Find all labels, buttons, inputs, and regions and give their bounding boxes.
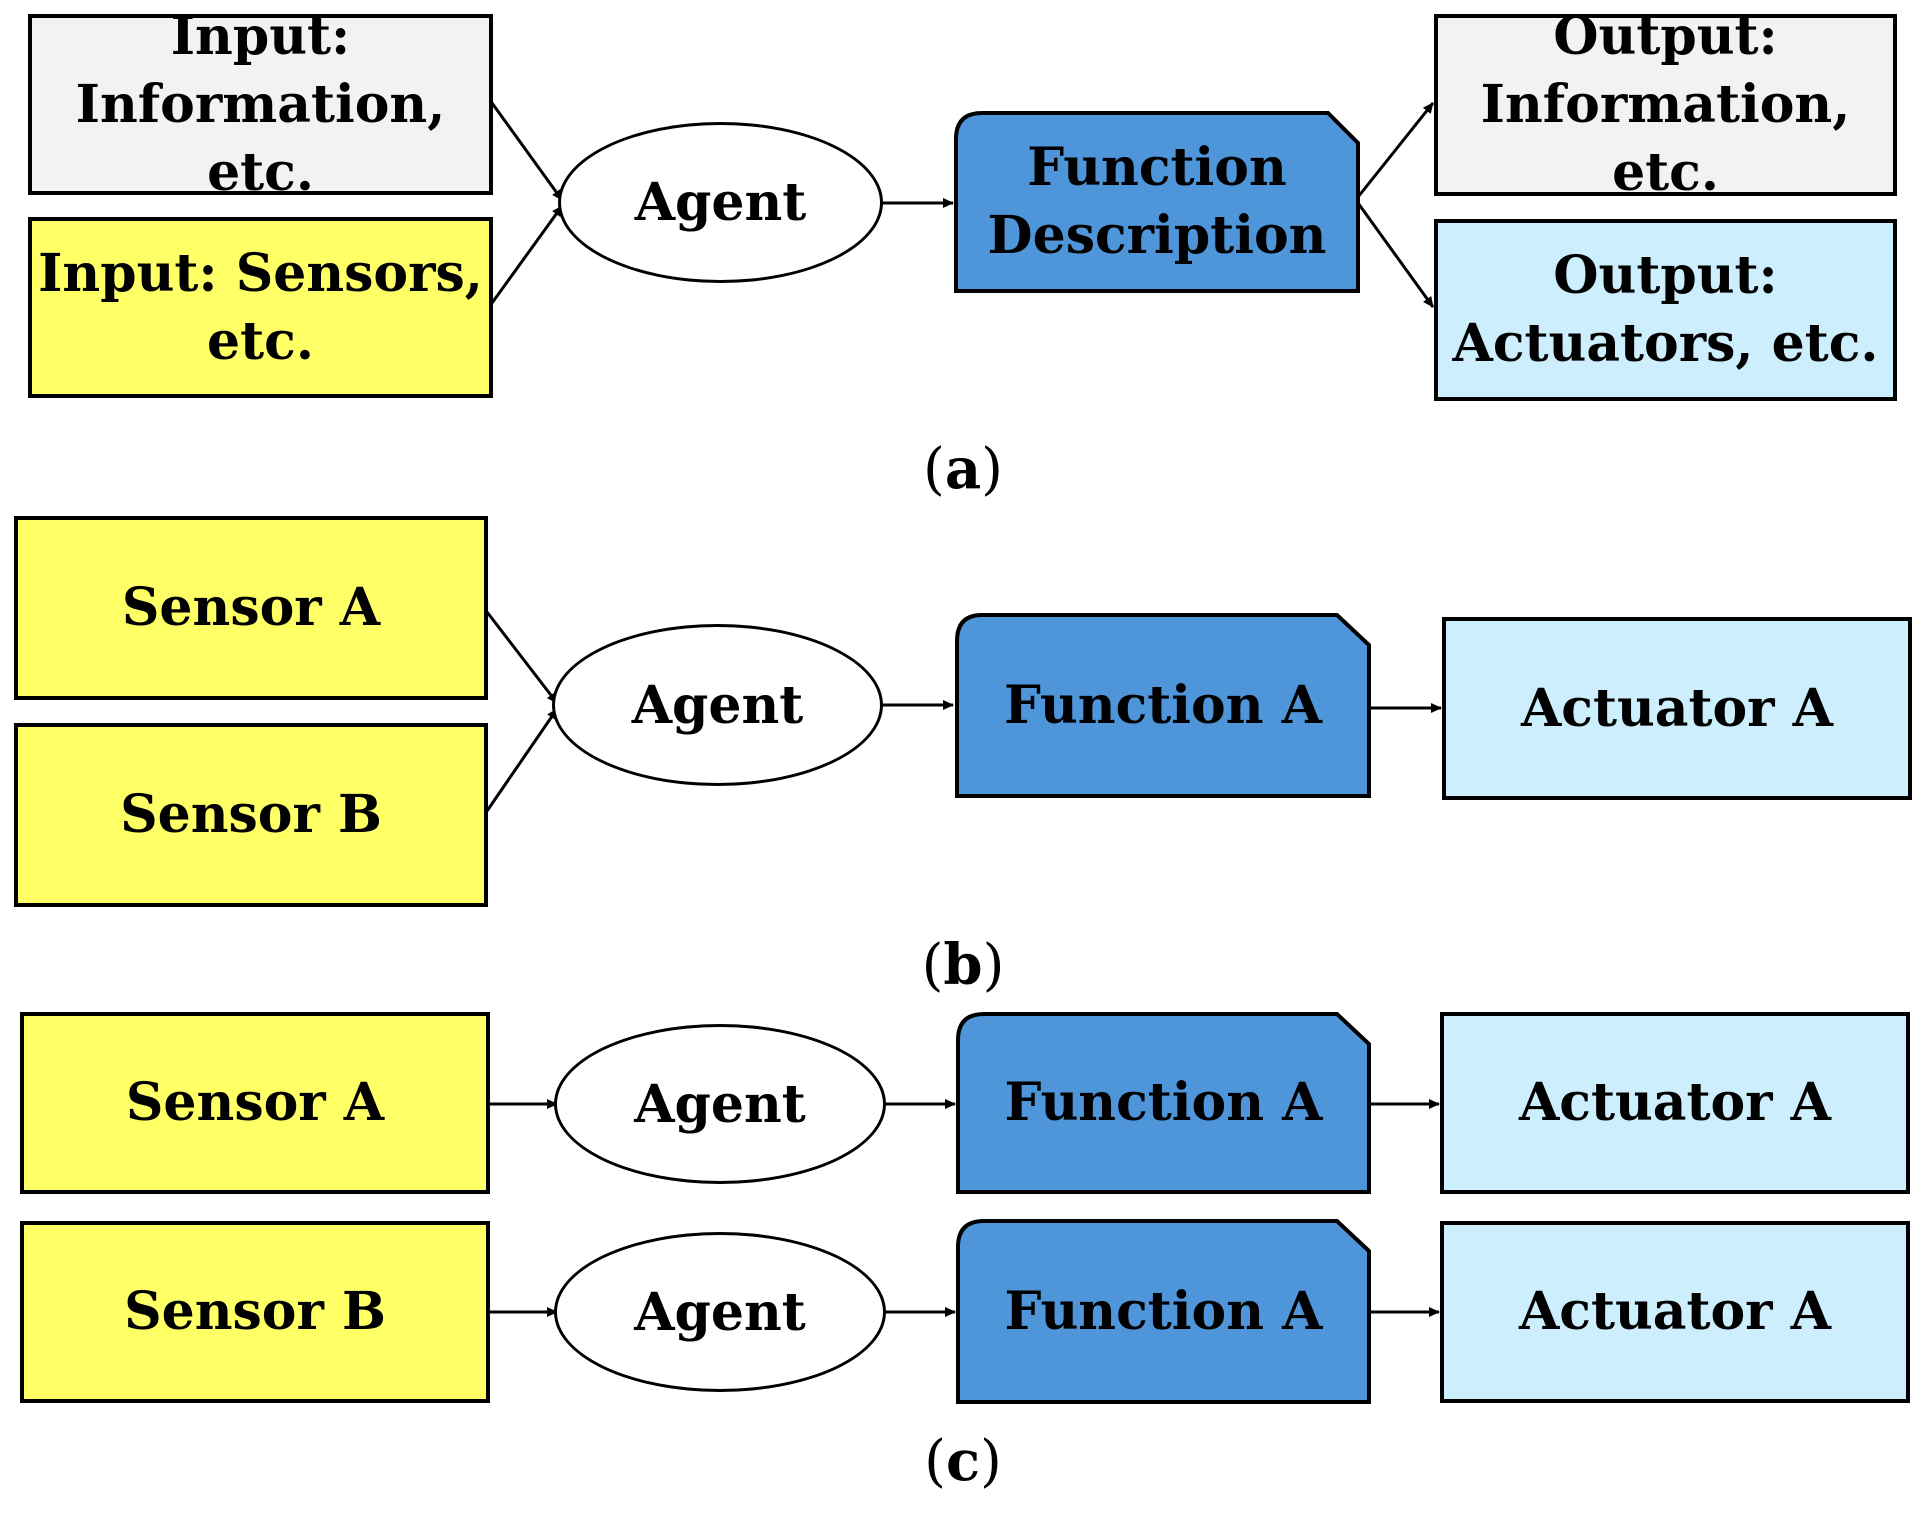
- sensor-a-label-b: Sensor A: [121, 577, 381, 638]
- function-shape-c1: [956, 1012, 1371, 1194]
- sensor-a-box-b: Sensor A: [14, 516, 488, 700]
- actuator-a-box-c1: Actuator A: [1440, 1012, 1910, 1194]
- function-shape-c2: [956, 1219, 1371, 1404]
- function-shape-b: [955, 613, 1371, 798]
- input-sensors-line-1: Input: Sensors,: [38, 242, 483, 304]
- output-information-line-1: Output:: [1553, 6, 1778, 67]
- actuator-a-label-b: Actuator A: [1520, 677, 1834, 739]
- function-description-line-2: Description: [987, 205, 1327, 266]
- agent-label-c1: Agent: [634, 1073, 806, 1135]
- edge-input-sensors-to-agent: [490, 205, 564, 304]
- function-a-node-c2: Function A: [958, 1221, 1369, 1402]
- sensor-b-label-c: Sensor B: [124, 1281, 386, 1342]
- agent-label-a: Agent: [634, 172, 807, 233]
- caption-c: (c): [924, 1428, 1002, 1494]
- edge-input-info-to-agent: [490, 102, 564, 201]
- sensor-b-box-b: Sensor B: [14, 723, 488, 907]
- output-information-box: Output: Information, etc.: [1434, 6, 1897, 203]
- caption-a: (a): [922, 436, 1003, 502]
- agent-node-b: Agent: [552, 624, 883, 786]
- output-actuators-box: Output: Actuators, etc.: [1434, 219, 1897, 401]
- caption-c-letter: c: [945, 1428, 981, 1494]
- edge-sensor-b-to-agent-b: [485, 708, 559, 812]
- function-a-node-c1: Function A: [958, 1014, 1369, 1192]
- actuator-a-label-c1: Actuator A: [1518, 1072, 1832, 1133]
- edge-sensor-a-to-agent-b: [485, 611, 559, 704]
- caption-b: (b): [921, 932, 1005, 998]
- edge-function-to-output-actuators: [1356, 202, 1435, 308]
- agent-label-b: Agent: [631, 674, 804, 736]
- input-information-line-2: Information, etc.: [75, 73, 446, 203]
- sensor-b-box-c: Sensor B: [20, 1221, 490, 1403]
- function-description-line-1: Function: [1027, 137, 1287, 198]
- input-sensors-box: Input: Sensors, etc.: [28, 217, 493, 398]
- agent-node-c1: Agent: [554, 1024, 886, 1184]
- actuator-a-box-b: Actuator A: [1442, 617, 1912, 800]
- agent-node-a: Agent: [558, 122, 883, 283]
- sensor-a-label-c: Sensor A: [125, 1072, 385, 1133]
- agent-node-c2: Agent: [554, 1232, 886, 1392]
- function-a-label-c2: Function A: [1004, 1280, 1323, 1342]
- function-shape-a: [954, 111, 1360, 293]
- input-information-box: Input: Information, etc.: [28, 6, 493, 203]
- edge-function-to-output-info: [1356, 102, 1435, 198]
- input-sensors-line-2: etc.: [207, 310, 314, 372]
- caption-a-letter: a: [944, 436, 982, 502]
- function-a-node-b: Function A: [957, 615, 1369, 796]
- function-a-label-b: Function A: [1004, 674, 1322, 736]
- output-actuators-line-2: Actuators, etc.: [1452, 313, 1879, 374]
- function-description-node: Function Description: [956, 113, 1358, 291]
- sensor-b-label-b: Sensor B: [120, 784, 382, 845]
- output-information-line-2: Information, etc.: [1480, 74, 1851, 203]
- agent-label-c2: Agent: [634, 1281, 806, 1343]
- actuator-a-label-c2: Actuator A: [1518, 1281, 1832, 1342]
- function-a-label-c1: Function A: [1004, 1072, 1323, 1133]
- output-actuators-line-1: Output:: [1553, 245, 1778, 306]
- caption-b-letter: b: [943, 932, 983, 998]
- sensor-a-box-c: Sensor A: [20, 1012, 490, 1194]
- actuator-a-box-c2: Actuator A: [1440, 1221, 1910, 1403]
- input-information-line-1: Input:: [170, 5, 351, 67]
